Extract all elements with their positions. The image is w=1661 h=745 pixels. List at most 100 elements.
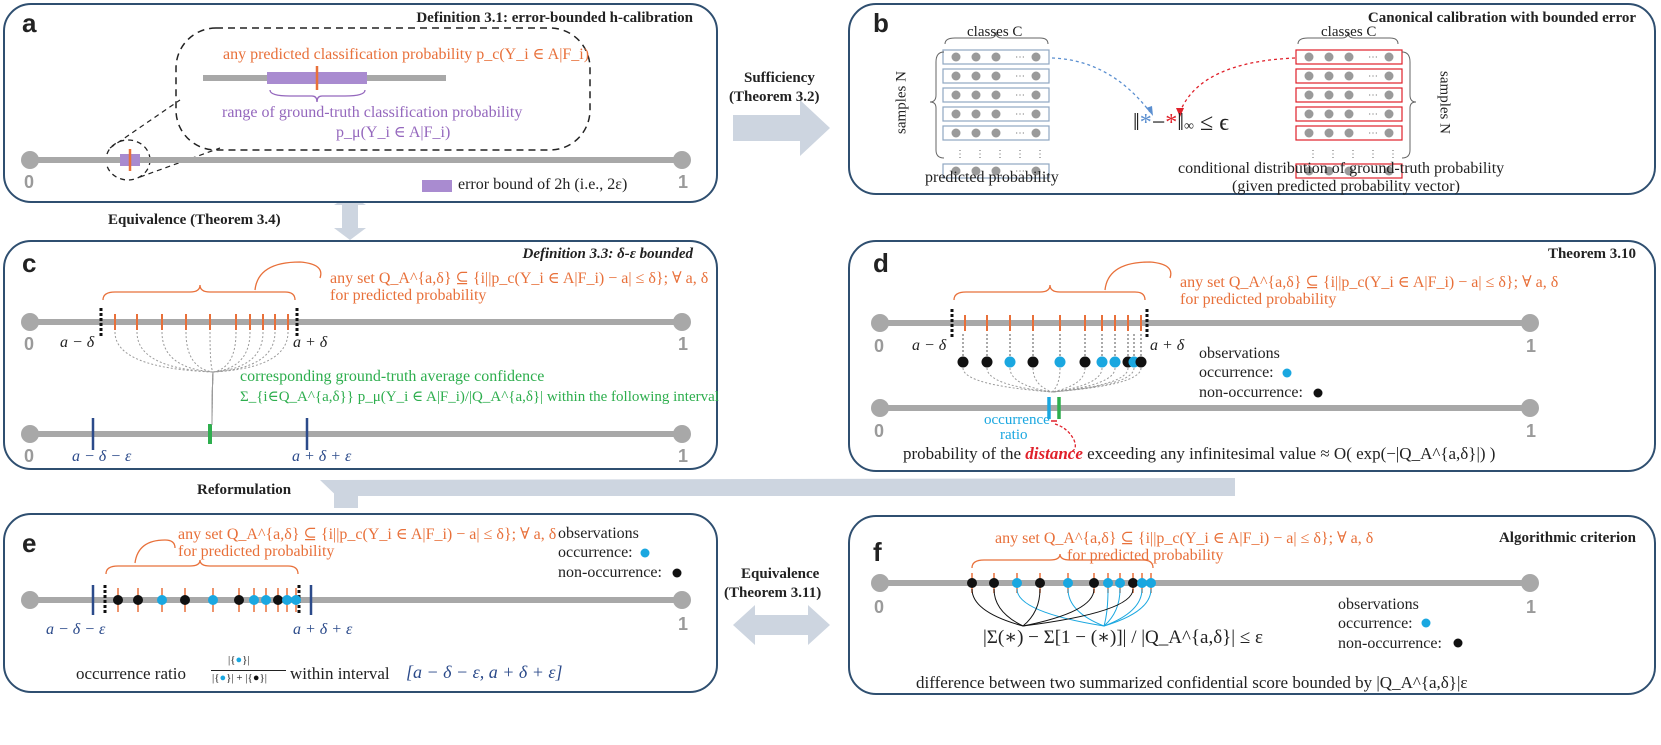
- cell-dot: [1384, 71, 1394, 81]
- non-occurrence-dot: [1135, 356, 1147, 368]
- cell-dot: [991, 90, 1001, 100]
- ellipsis: ⋯: [1368, 109, 1378, 120]
- panel-a-label: a: [22, 8, 37, 38]
- cell-dot: [971, 90, 981, 100]
- equivalence-311-label-1: Equivalence: [741, 566, 820, 582]
- ellipsis: ⋯: [1368, 90, 1378, 101]
- cell-dot: [971, 71, 981, 81]
- cell-dot: [1324, 52, 1334, 62]
- panel-a-axis-min: 0: [24, 172, 35, 192]
- panel-c-label: c: [22, 248, 37, 278]
- occurrence-dot: [157, 595, 167, 605]
- panel-e-ratio-num: |{●}|: [228, 654, 250, 666]
- panel-f-obs-non: non-occurrence:: [1338, 635, 1442, 652]
- ellipsis: ⋯: [1015, 52, 1025, 63]
- panel-f-caption: difference between two summarized confid…: [916, 673, 1468, 692]
- reformulation-label: Reformulation: [197, 482, 292, 498]
- panel-c-set-2: for predicted probability: [330, 287, 487, 304]
- cell-dot: [991, 52, 1001, 62]
- cell-dot: [1031, 166, 1041, 176]
- ellipsis: ⋮: [1388, 149, 1398, 160]
- cell-dot: [951, 71, 961, 81]
- d-observation-dots: [957, 334, 1147, 393]
- ratio-curve: [1051, 367, 1086, 393]
- cell-dot: [1344, 71, 1354, 81]
- cell-dot: [1031, 52, 1041, 62]
- cell-dot: [1384, 166, 1394, 176]
- panel-b-right-caption-2: (given predicted probability vector): [1232, 178, 1460, 195]
- occurrence-dot: [1012, 578, 1022, 588]
- prob-distance-word: distance: [1025, 444, 1083, 463]
- cell-dot: [1304, 71, 1314, 81]
- ellipsis: ⋯: [1015, 166, 1025, 177]
- cell-dot: [1324, 166, 1334, 176]
- cell-dot: [1324, 128, 1334, 138]
- cell-dot: [971, 109, 981, 119]
- score-curve: [1103, 588, 1143, 627]
- gt-curve: [211, 331, 289, 426]
- cell-dot: [1344, 90, 1354, 100]
- panel-b-left-caption: predicted probability: [925, 169, 1059, 186]
- cell-dot: [1384, 52, 1394, 62]
- occurrence-dot: [1063, 578, 1073, 588]
- panel-b-title: Canonical calibration with bounded error: [1367, 10, 1636, 26]
- cell-dot: [971, 128, 981, 138]
- non-occurrence-dot: [1079, 356, 1091, 368]
- panel-d-set-2: for predicted probability: [1180, 291, 1337, 308]
- panel-d-a-minus: a − δ: [912, 337, 947, 354]
- ellipsis: ⋮: [995, 149, 1005, 160]
- non-occurrence-dot: [1128, 578, 1138, 588]
- cell-dot: [951, 166, 961, 176]
- panel-b-norm: ‖*−*‖∞ ≤ ϵ: [1133, 110, 1229, 136]
- cell-dot: [1031, 109, 1041, 119]
- occurrence-dot: [1146, 578, 1156, 588]
- occurrence-dot: [1115, 578, 1125, 588]
- panel-d-set-1: any set Q_A^{a,δ} ⊆ {i||p_c(Y_i ∈ A|F_i)…: [1180, 274, 1559, 291]
- cell-dot: [1304, 90, 1314, 100]
- non-occurrence-dot: [1089, 578, 1099, 588]
- ellipsis: ⋮: [1348, 149, 1358, 160]
- ellipsis: ⋮: [1368, 149, 1378, 160]
- panel-f-obs-title: observations: [1338, 596, 1419, 613]
- non-occurrence-dot: [133, 595, 143, 605]
- cell-dot: [991, 71, 1001, 81]
- panel-d-prob-text: probability of the distance exceeding an…: [903, 444, 1495, 464]
- score-curve: [1022, 588, 1041, 627]
- cell-dot: [971, 166, 981, 176]
- score-curve: [1016, 588, 1105, 627]
- occurrence-dot: [261, 595, 271, 605]
- occurrence-dot: [208, 595, 218, 605]
- non-occurrence-dot: [234, 595, 244, 605]
- cell-dot: [1344, 128, 1354, 138]
- ratio-curve: [1051, 367, 1061, 393]
- panel-f-obs-occ: occurrence:: [1338, 615, 1413, 632]
- cell-dot: [1384, 109, 1394, 119]
- sufficiency-label-1: Sufficiency: [744, 70, 815, 86]
- score-curve: [1103, 588, 1121, 627]
- e-observation-dots: [113, 588, 301, 612]
- panel-f-axis-max: 1: [1526, 597, 1537, 617]
- panel-e-low: a − δ − ε: [46, 621, 106, 638]
- score-curve: [1022, 588, 1134, 627]
- cell-dot: [1031, 90, 1041, 100]
- non-occurrence-dot: [989, 578, 999, 588]
- panel-a-axis-max: 1: [678, 172, 689, 192]
- ratio-curve: [986, 367, 1053, 393]
- occurrence-dot: [1109, 356, 1121, 368]
- cell-dot: [971, 52, 981, 62]
- occurrence-dot: [249, 595, 259, 605]
- panel-c-axis-min-2: 0: [24, 446, 35, 466]
- panel-a-range-formula: p_μ(Y_i ∈ A|F_i): [336, 124, 451, 141]
- ratio-curve: [962, 367, 1053, 393]
- cell-dot: [1344, 166, 1354, 176]
- panel-b-label: b: [873, 8, 889, 38]
- score-curve: [1103, 588, 1109, 627]
- non-occurrence-dot: [957, 356, 969, 368]
- cell-dot: [991, 109, 1001, 119]
- cell-dot: [951, 128, 961, 138]
- cell-dot: [1304, 52, 1314, 62]
